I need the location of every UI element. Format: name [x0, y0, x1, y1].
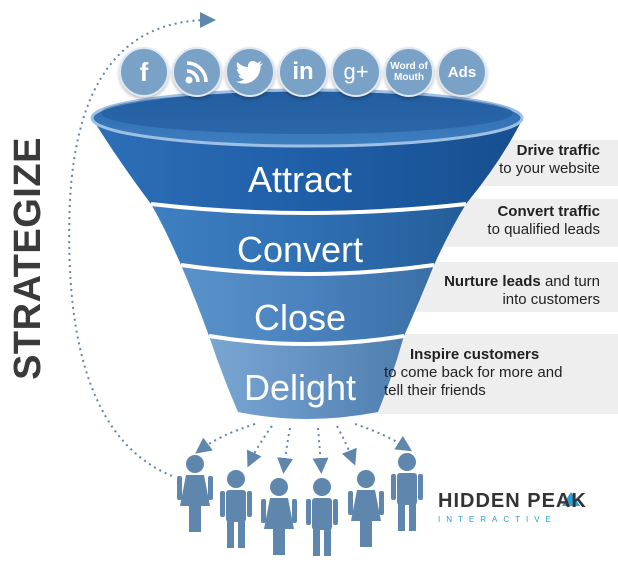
stage-label-delight: Delight	[244, 367, 356, 408]
stage-desc-convert: Convert traffic to qualified leads	[487, 203, 600, 238]
desc-band-4	[370, 334, 618, 414]
person-icon	[177, 455, 213, 532]
person-icon	[306, 478, 338, 556]
stage-desc-close: Nurture leads and turn into customers	[444, 273, 600, 308]
person-icon	[220, 470, 252, 548]
stage-label-convert: Convert	[237, 229, 363, 270]
people-group	[177, 453, 423, 556]
twitter-icon	[225, 47, 275, 97]
stage-label-close: Close	[254, 297, 346, 338]
logo-sub-text: INTERACTIVE	[438, 515, 557, 524]
rss-icon	[172, 47, 222, 97]
facebook-icon: f	[119, 47, 169, 97]
google-plus-icon: g+	[331, 47, 381, 97]
ads-icon: Ads	[437, 47, 487, 97]
logo-peak-icon	[562, 492, 580, 506]
person-icon	[391, 453, 423, 531]
output-arrows	[195, 423, 413, 474]
funnel-band-delight	[209, 336, 404, 419]
stage-desc-delight: Inspire customers to come back for more …	[384, 346, 563, 399]
word-of-mouth-icon: Word of Mouth	[384, 47, 434, 97]
stage-label-attract: Attract	[248, 159, 352, 200]
logo-main-text: HIDDEN PEAK	[438, 490, 587, 512]
company-logo: HIDDEN PEAK INTERACTIVE	[438, 490, 587, 524]
person-icon	[348, 470, 384, 547]
linkedin-icon: in	[278, 47, 328, 97]
person-icon	[261, 478, 297, 555]
funnel-band-close	[181, 265, 434, 344]
stage-desc-attract: Drive traffic to your website	[499, 142, 600, 177]
strategize-arc	[68, 12, 216, 477]
funnel-band-convert	[151, 204, 466, 274]
